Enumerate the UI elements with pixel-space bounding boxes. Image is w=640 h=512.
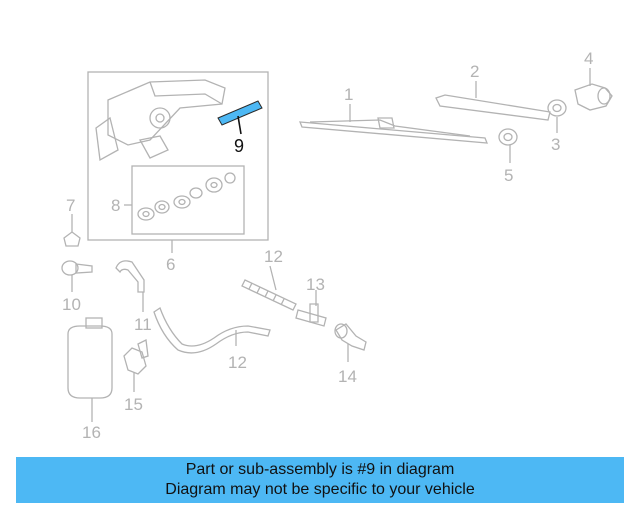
callout-8: 8: [111, 196, 120, 215]
callout-4: 4: [584, 49, 593, 68]
pump-15: [123, 339, 149, 375]
callout-2: 2: [470, 62, 479, 81]
callout-11: 11: [134, 315, 152, 334]
hose-11: [115, 260, 145, 293]
wiper-arm: [435, 94, 567, 121]
callout-3: 3: [551, 135, 560, 154]
wiper-blade: [299, 117, 488, 144]
parts-diagram: 1 2 3 4 5 6 7 8 9 10 11 12 12 13 14 15 1…: [61, 49, 613, 442]
banner-line-2: Diagram may not be specific to your vehi…: [165, 481, 475, 498]
grommet-set: [137, 172, 236, 221]
callout-14: 14: [338, 367, 357, 386]
nozzle-10: [61, 260, 93, 276]
reservoir-16: [67, 317, 113, 406]
callout-13: 13: [306, 275, 325, 294]
part-9-highlight: [217, 100, 263, 135]
callout-7: 7: [66, 196, 75, 215]
connector-13: [295, 303, 327, 327]
assembly-box-8: [131, 165, 245, 235]
callout-12-upper: 12: [264, 247, 283, 266]
callout-16: 16: [82, 423, 101, 442]
callout-6: 6: [166, 255, 175, 274]
clip-7: [63, 231, 81, 247]
grommet-5: [498, 128, 518, 146]
hose-12: [153, 307, 271, 354]
assembly-box-6: [87, 71, 269, 241]
callout-12-lower: 12: [228, 353, 247, 372]
wiper-motor: [95, 79, 226, 162]
callout-5: 5: [504, 166, 513, 185]
callout-1: 1: [344, 85, 353, 104]
callout-10: 10: [62, 295, 81, 314]
info-banner: Part or sub-assembly is #9 in diagram Di…: [16, 457, 624, 503]
joint-14: [334, 323, 367, 351]
corrugated-hose-12: [241, 279, 297, 311]
callout-15: 15: [124, 395, 143, 414]
arm-cap: [574, 83, 613, 111]
callout-9: 9: [234, 136, 244, 156]
banner-line-1: Part or sub-assembly is #9 in diagram: [185, 461, 455, 478]
